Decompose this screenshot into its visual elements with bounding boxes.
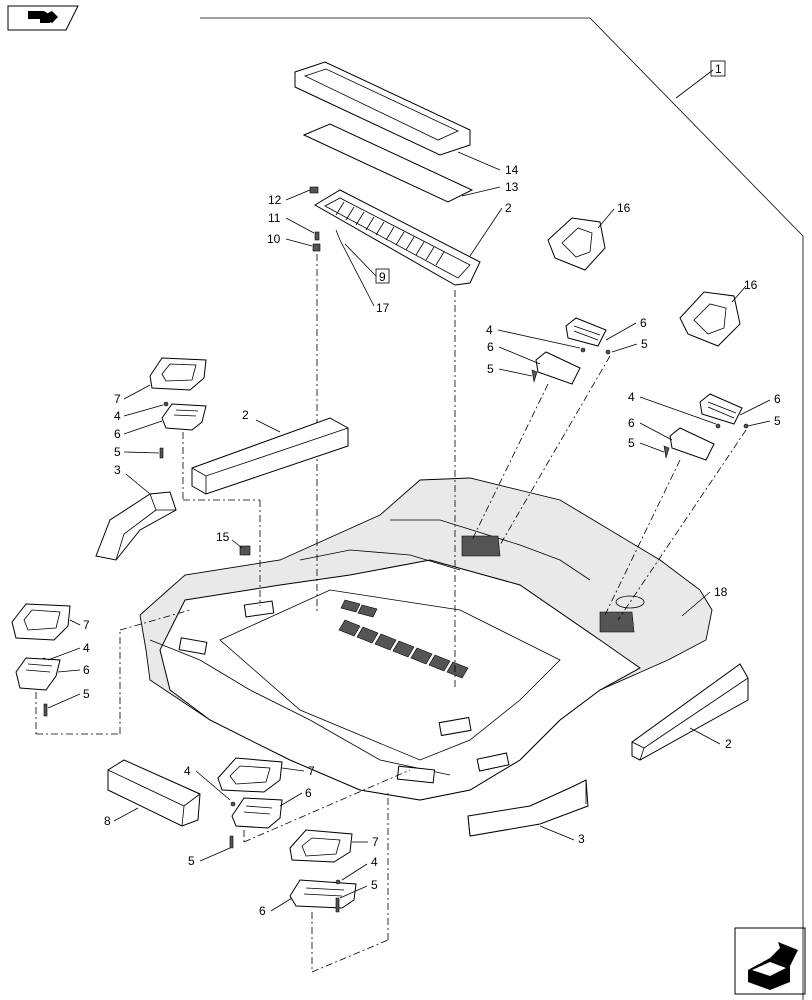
part-2-vent-cover [314, 189, 481, 286]
callout-11: 11 [268, 211, 281, 225]
part-16-lower [679, 291, 741, 347]
callout-16-lower: 16 [744, 278, 758, 292]
next-page-icon[interactable] [734, 927, 806, 995]
callout-7-ba: 7 [308, 764, 315, 778]
callout-2-left: 2 [242, 408, 249, 422]
callout-5-lm: 5 [83, 687, 90, 701]
part-15-clip [239, 545, 251, 556]
left-light-upper [149, 357, 207, 459]
callout-5-ru-a: 5 [641, 337, 648, 351]
callout-16-upper: 16 [617, 201, 631, 215]
part-2-right-foam [631, 663, 749, 761]
callout-9: 9 [379, 270, 386, 284]
callout-6-rl-b: 6 [628, 416, 635, 430]
callout-5-lu: 5 [114, 445, 121, 459]
callout-8: 8 [104, 814, 111, 828]
callout-17: 17 [376, 301, 390, 315]
callout-7-lm: 7 [83, 618, 90, 632]
callout-6-ru-a: 6 [640, 316, 647, 330]
callout-4-bb: 4 [371, 855, 378, 869]
callout-18: 18 [714, 585, 728, 599]
callout-10: 10 [267, 232, 281, 246]
callout-14: 14 [505, 163, 519, 177]
callout-5-bb: 5 [371, 878, 378, 892]
part-10-nut [312, 243, 321, 252]
callout-15: 15 [216, 530, 230, 544]
part-3-left-foam [95, 491, 177, 561]
part-13-sheet [302, 123, 474, 203]
callout-6-ba: 6 [305, 786, 312, 800]
callout-5-rl-b: 5 [628, 436, 635, 450]
callout-6-lu: 6 [114, 427, 121, 441]
callout-1: 1 [715, 62, 722, 76]
callout-6-bb: 6 [259, 904, 266, 918]
part-14-seal [294, 61, 471, 156]
callout-6-lm: 6 [83, 663, 90, 677]
headliner-cutouts [178, 535, 645, 784]
part-3-bottom-foam [467, 779, 589, 837]
callout-5-ba: 5 [188, 854, 195, 868]
bottom-light-b [289, 829, 357, 913]
catalog-book-icon[interactable] [7, 5, 79, 31]
left-light-middle [11, 603, 71, 717]
right-light-lower [663, 393, 749, 461]
part-11-pin [314, 231, 320, 241]
callout-4-ba: 4 [184, 764, 191, 778]
callout-4-rl: 4 [628, 390, 635, 404]
headliner-panel [139, 477, 713, 801]
callout-12: 12 [268, 193, 282, 207]
callout-2-right: 2 [725, 737, 732, 751]
callout-4-ru: 4 [486, 323, 493, 337]
callout-7-bb: 7 [372, 835, 379, 849]
callout-13: 13 [505, 180, 519, 194]
part-16-upper [547, 217, 606, 271]
callout-3-left: 3 [114, 463, 121, 477]
callout-7-lu: 7 [114, 392, 121, 406]
callout-5-ru-b: 5 [487, 362, 494, 376]
vent-slots [338, 599, 469, 679]
callout-6-ru-b: 6 [487, 340, 494, 354]
part-17-rod [335, 229, 341, 241]
part-12-clip [309, 186, 319, 194]
part-2-left-foam [191, 417, 349, 495]
callout-6-rl-a: 6 [774, 392, 781, 406]
callout-2-top: 2 [505, 201, 512, 215]
callout-4-lm: 4 [83, 641, 90, 655]
callout-3-bottom: 3 [578, 832, 585, 846]
right-light-upper [531, 317, 611, 385]
bottom-light-a [217, 757, 283, 849]
part-8-foam [107, 759, 201, 827]
callout-5-rl-a: 5 [774, 414, 781, 428]
assembly-bracket [200, 17, 804, 1000]
callout-4-lu: 4 [114, 409, 121, 423]
